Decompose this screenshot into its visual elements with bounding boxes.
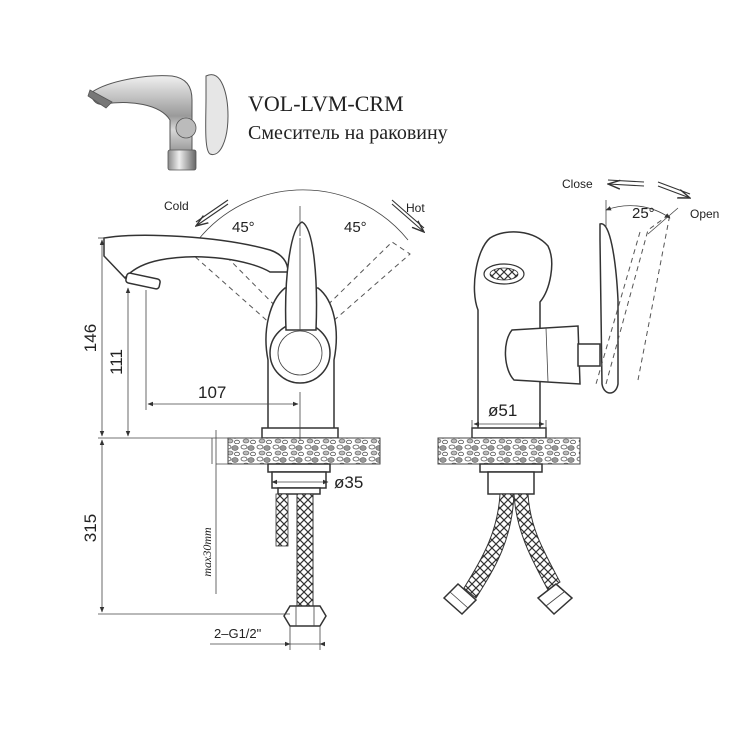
dim-max-thickness: max30mm [200,527,214,577]
dim-total-height: 146 [81,324,100,352]
dim-base-diameter: ø35 [334,473,363,492]
dim-spout-height: 111 [107,349,126,375]
angle-left: 45° [232,219,255,236]
dim-hose-length: 315 [81,514,100,542]
front-view: Cold Hot 45° 45° 146 111 107 ø35 max30mm… [81,189,425,650]
dim-spout-reach: 107 [198,383,226,402]
label-hot: Hot [406,201,425,215]
label-cold: Cold [164,199,189,213]
dim-thread: 2–G1/2" [214,626,262,641]
angle-open: 25° [632,205,655,222]
side-view: 25° Close Open ø51 [437,177,719,616]
label-open: Open [690,207,719,221]
dim-body-diameter: ø51 [488,401,517,420]
product-photo [87,74,229,171]
model-code: VOL-LVM-CRM [248,91,404,116]
product-description: Смеситель на раковину [248,122,448,144]
angle-right: 45° [344,219,367,236]
label-close: Close [562,177,593,191]
